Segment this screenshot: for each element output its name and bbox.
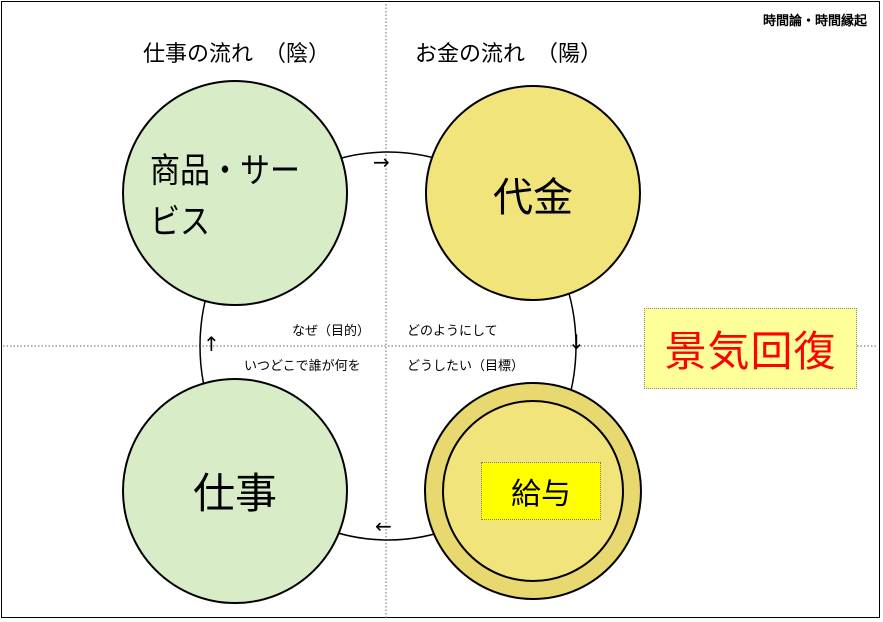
goods-label: 商品・サービス: [150, 151, 300, 243]
goods-circle: [122, 80, 348, 306]
goal-label: どうしたい（目標）: [407, 359, 525, 374]
how-label: どのようにして: [407, 324, 498, 339]
callout-text: 景気回復: [664, 327, 837, 376]
down-arrow-icon: ↓: [568, 330, 585, 354]
salary-label-box: 給与: [481, 462, 601, 520]
corner-label: 時間論・時間縁起: [762, 14, 867, 29]
economic-recovery-callout: 景気回復: [644, 308, 857, 389]
price-label: 代金: [493, 175, 573, 221]
work-flow-header: 仕事の流れ （陰）: [143, 42, 331, 67]
cycle-ring: [199, 151, 577, 541]
right-arrow-icon: →: [373, 150, 390, 174]
up-arrow-icon: ↑: [203, 332, 220, 356]
price-circle: [425, 85, 641, 301]
work-label: 仕事: [192, 468, 277, 518]
salary-label: 給与: [511, 477, 571, 512]
work-circle: [122, 378, 348, 604]
who-label: いつどこで誰が何を: [244, 359, 361, 374]
why-label: なぜ（目的）: [292, 324, 371, 339]
money-flow-header: お金の流れ （陽）: [415, 42, 603, 67]
left-arrow-icon: ←: [375, 514, 392, 538]
